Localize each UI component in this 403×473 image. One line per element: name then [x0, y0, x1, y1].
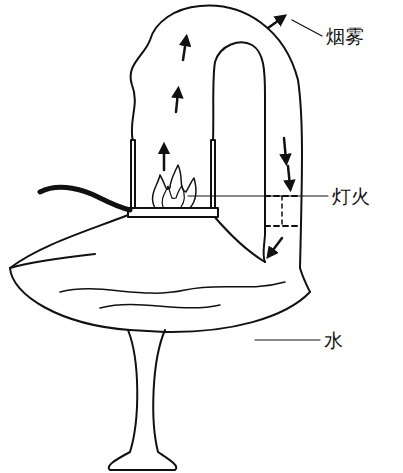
flow-arrow	[183, 40, 186, 60]
bowl-rim	[10, 254, 95, 268]
leader-line	[255, 339, 320, 340]
water-line	[100, 305, 220, 308]
flow-arrow	[270, 238, 282, 254]
tube-joint	[265, 225, 300, 227]
smoke-tube-inner	[213, 42, 265, 262]
flow-arrow	[268, 18, 282, 28]
flow-arrow	[176, 92, 178, 112]
smoke-label: 烟雾	[326, 25, 364, 48]
lamp-stem	[109, 330, 177, 470]
chimney-plate	[131, 140, 135, 216]
chimney-plate	[211, 140, 215, 216]
water-line	[60, 282, 285, 293]
flame	[162, 186, 184, 207]
leader-line	[292, 20, 322, 36]
flow-arrow	[288, 166, 290, 186]
flow-arrow	[163, 148, 166, 170]
leader-line	[188, 195, 328, 196]
flow-arrow	[284, 138, 286, 160]
flame	[153, 165, 196, 208]
smoke-tube	[131, 6, 302, 268]
lamp-handle	[40, 187, 130, 210]
water-label: 水	[324, 329, 343, 352]
tube-joint	[281, 196, 283, 226]
lamp-dish	[128, 208, 218, 217]
flame-label: 灯火	[332, 185, 370, 208]
